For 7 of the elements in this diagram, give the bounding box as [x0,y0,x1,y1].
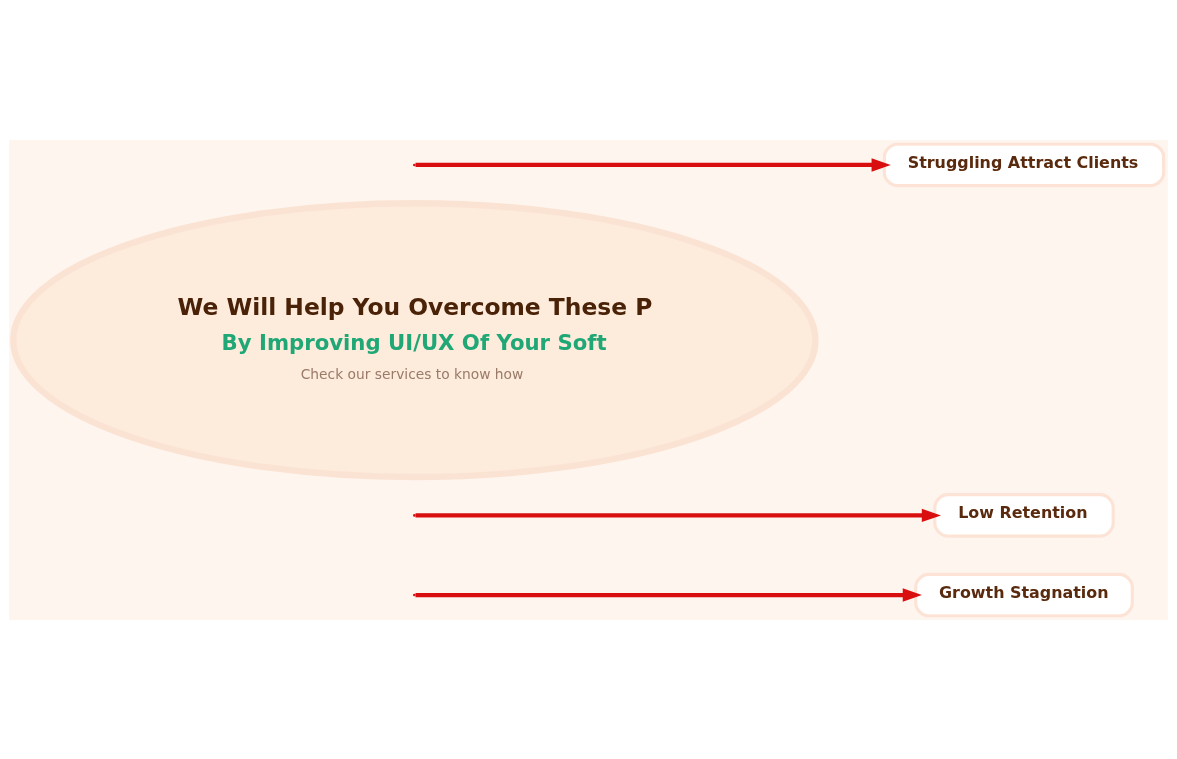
node-box: Struggling Attract Clients [882,142,1166,187]
node-box: Low Retention [933,492,1115,538]
arrow [415,508,941,522]
node-ellipse: We Will Help You Overcome These P By Improving UI/UX Of Your Soft Check our services to know how [10,199,819,480]
arrow [415,587,922,602]
node-box: Growth Stagnation [914,572,1134,617]
arrow [415,157,891,172]
